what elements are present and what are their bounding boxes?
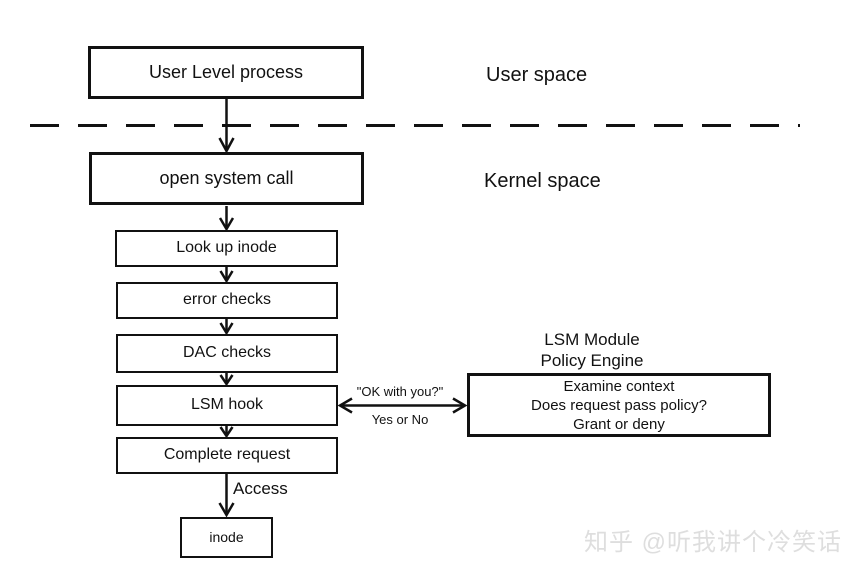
node-complete-request: Complete request (116, 437, 338, 474)
zhihu-watermark: 知乎 @听我讲个冷笑话 (583, 529, 842, 556)
edge-label-ok-with-you: "OK with you?" (356, 384, 444, 399)
arrow-user-process-to-syscall (218, 99, 235, 154)
node-dac-checks: DAC checks (116, 334, 338, 373)
arrow-error-to-dac (219, 319, 234, 336)
lsm-module-body-line2: Does request pass policy? (531, 396, 707, 414)
node-lsm-hook: LSM hook (116, 385, 338, 426)
arrow-lsmhook-module-bidirectional (337, 397, 468, 414)
edge-label-yes-or-no: Yes or No (371, 412, 429, 427)
arrow-syscall-to-lookup (218, 206, 235, 232)
edge-label-access: Access (233, 479, 288, 498)
label-lsm-module-title: LSM Module Policy Engine (442, 329, 742, 371)
label-kernel-space: Kernel space (484, 170, 601, 192)
arrow-lookup-to-error (219, 267, 234, 284)
arrow-lsmhook-to-complete (219, 426, 234, 439)
node-lsm-module-policy-engine: Examine context Does request pass policy… (467, 373, 771, 437)
node-open-system-call: open system call (89, 152, 364, 205)
lsm-module-body-line1: Examine context (563, 377, 675, 395)
label-user-space: User space (486, 64, 588, 86)
node-look-up-inode: Look up inode (115, 230, 338, 267)
node-user-level-process: User Level process (88, 46, 364, 99)
node-inode: inode (180, 517, 273, 558)
lsm-module-title-line1: LSM Module (544, 330, 640, 349)
lsm-module-body-line3: Grant or deny (573, 415, 665, 433)
lsm-module-title-line2: Policy Engine (540, 351, 644, 370)
node-error-checks: error checks (116, 282, 338, 319)
arrow-complete-to-inode (218, 474, 235, 518)
arrow-dac-to-lsmhook (219, 373, 234, 387)
